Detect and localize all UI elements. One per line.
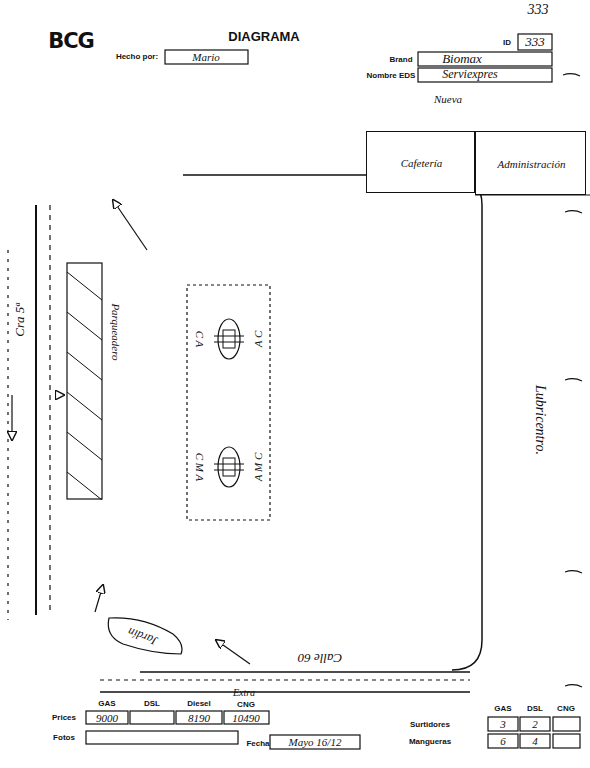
node-shape [67, 392, 102, 420]
field-value: Mayo 16/12 [289, 736, 342, 748]
table-cell: 3 [500, 718, 506, 730]
building-name: Cafetería [401, 157, 443, 169]
node-shape [67, 352, 102, 380]
form-title: DIAGRAMA [228, 30, 300, 44]
column-header: DSL [144, 700, 160, 709]
field-value: Mario [192, 51, 220, 63]
id-note: 333 [528, 2, 549, 17]
column-header: Diesel [187, 700, 211, 709]
garden-area: Jardín [103, 610, 185, 658]
node-shape [218, 319, 240, 359]
table-cell: 8190 [188, 712, 210, 724]
node-shape [214, 464, 244, 465]
node-shape [223, 458, 235, 476]
table-cell: 2 [532, 718, 538, 730]
column-header: CNG [237, 701, 255, 710]
node-outline [66, 262, 103, 500]
hose-label: A C [252, 331, 264, 348]
column-header: GAS [98, 700, 115, 709]
building-box: Cafetería [366, 131, 475, 193]
column-header: DSL [527, 705, 543, 714]
row-label: Mangueras [409, 738, 451, 747]
row-label: Surtidores [410, 721, 450, 730]
table-cell: 6 [500, 735, 506, 747]
node-shape [67, 472, 102, 500]
note: Nueva [434, 93, 462, 105]
field-value: 333 [525, 35, 545, 49]
parking-area: Parqueadero [66, 262, 128, 500]
table-cell: 4 [532, 735, 538, 747]
node-shape [214, 470, 244, 471]
field-label: ID [503, 39, 511, 48]
node-shape [218, 447, 240, 487]
fuel-dispenser: C AA C [191, 312, 267, 366]
column-header: GAS [494, 705, 511, 714]
field-value: Biomax [442, 52, 482, 66]
node-shape [108, 618, 182, 654]
field-label: Brand [389, 56, 412, 65]
node-shape [214, 336, 244, 337]
building-box: Administración [475, 131, 586, 195]
street-name: Calle 60 [298, 651, 342, 665]
node-shape [67, 432, 102, 460]
area-label: Lubricentro. [532, 385, 547, 455]
field-value: Serviexpres [442, 68, 498, 81]
area-label: Jardín [126, 625, 160, 648]
street-name: Cra 5ª [13, 303, 27, 337]
node-shape [67, 263, 102, 499]
field-label: Nombre EDS [367, 72, 416, 81]
field-label: Fecha [246, 740, 269, 749]
building-name: Administración [498, 158, 566, 170]
field-label: Hecho por: [116, 53, 158, 62]
area-label: Parqueadero [110, 303, 122, 360]
node-shape [67, 272, 102, 300]
node-shape [67, 312, 102, 340]
node-shape [214, 342, 244, 343]
row-label: Fotos [53, 734, 75, 743]
logo: BCG [48, 30, 94, 53]
table-cell: 10490 [232, 712, 260, 724]
hose-label: A M C [252, 453, 264, 482]
node-shape [223, 330, 235, 348]
column-header: CNG [557, 705, 575, 714]
hose-label: C M A [194, 453, 206, 482]
note: Extra [233, 687, 255, 698]
table-cell: 9000 [96, 712, 118, 724]
row-label: Prices [52, 714, 76, 723]
fuel-dispenser: C M AA M C [191, 440, 267, 494]
hose-label: C A [194, 331, 206, 348]
